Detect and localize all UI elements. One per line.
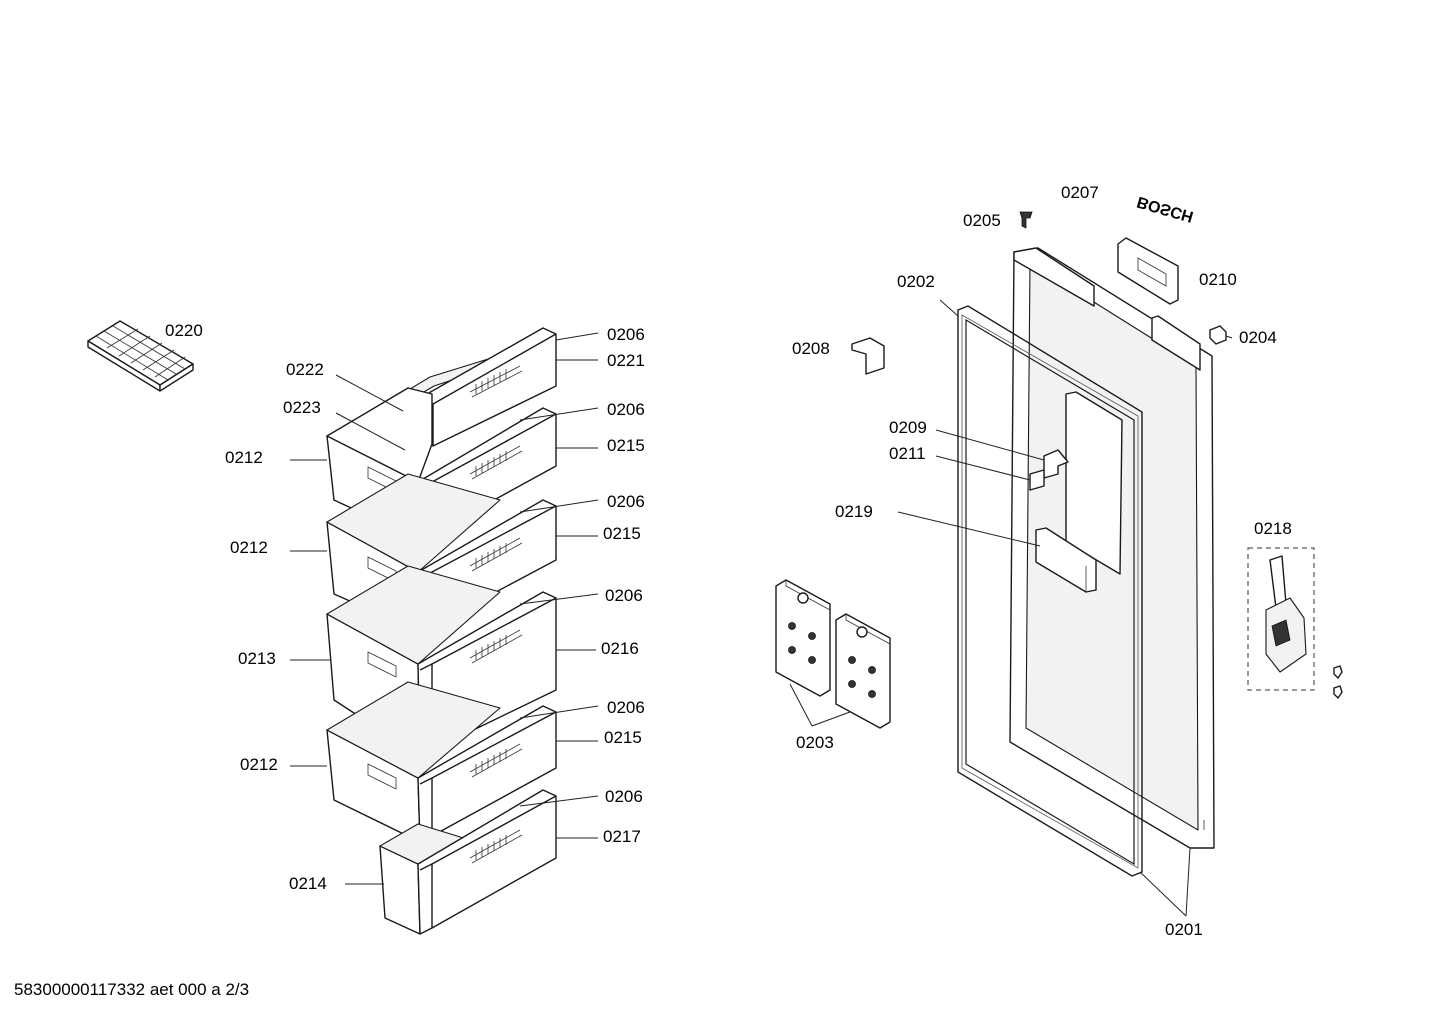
label-0216: 0216 <box>601 639 639 658</box>
label-0222: 0222 <box>286 360 324 379</box>
label-0208: 0208 <box>792 339 830 358</box>
part-labels: 0220 0222 0223 0206 0221 0206 0215 0212 … <box>165 183 1292 939</box>
label-0212-b: 0212 <box>230 538 268 557</box>
brand-logo: BOSCH <box>1135 193 1195 225</box>
label-0206-f: 0206 <box>605 787 643 806</box>
label-0205: 0205 <box>963 211 1001 230</box>
leader-lines <box>290 299 1233 917</box>
label-0220: 0220 <box>165 321 203 340</box>
label-0215-a: 0215 <box>607 436 645 455</box>
handle-trim-cover <box>1117 237 1179 305</box>
door-gasket <box>957 305 1143 877</box>
ice-cube-tray <box>87 320 194 392</box>
label-0203: 0203 <box>796 733 834 752</box>
door-hinge-kit <box>1247 547 1343 699</box>
label-0201: 0201 <box>1165 920 1203 939</box>
label-0213: 0213 <box>238 649 276 668</box>
label-0219: 0219 <box>835 502 873 521</box>
label-0223: 0223 <box>283 398 321 417</box>
label-0206-c: 0206 <box>607 492 645 511</box>
label-0212-a: 0212 <box>225 448 263 467</box>
label-0215-b: 0215 <box>603 524 641 543</box>
label-0207: 0207 <box>1061 183 1099 202</box>
label-0215-c: 0215 <box>604 728 642 747</box>
label-0209: 0209 <box>889 418 927 437</box>
bottom-drawer <box>379 789 557 935</box>
label-0206-d: 0206 <box>605 586 643 605</box>
label-0202: 0202 <box>897 272 935 291</box>
label-0206-b: 0206 <box>607 400 645 419</box>
cold-pack-left <box>775 579 831 697</box>
label-0218: 0218 <box>1254 519 1292 538</box>
label-0217: 0217 <box>603 827 641 846</box>
hinge-pin-clip <box>1019 211 1033 229</box>
hinge-cover-clip <box>1209 325 1227 345</box>
drawer-4 <box>326 681 557 843</box>
latch-piece <box>1029 449 1069 491</box>
label-0206-e: 0206 <box>607 698 645 717</box>
document-code: 58300000117332 aet 000 a 2/3 <box>14 980 250 999</box>
label-0204: 0204 <box>1239 328 1277 347</box>
label-0211: 0211 <box>889 444 926 463</box>
door-stop-bracket <box>851 337 885 375</box>
door-panel <box>1009 247 1215 849</box>
label-0221: 0221 <box>607 351 645 370</box>
label-0206-a: 0206 <box>607 325 645 344</box>
inner-door-handle <box>1035 527 1097 593</box>
label-0214: 0214 <box>289 874 327 893</box>
label-0212-c: 0212 <box>240 755 278 774</box>
label-0210: 0210 <box>1199 270 1237 289</box>
cold-pack-right <box>835 613 891 729</box>
